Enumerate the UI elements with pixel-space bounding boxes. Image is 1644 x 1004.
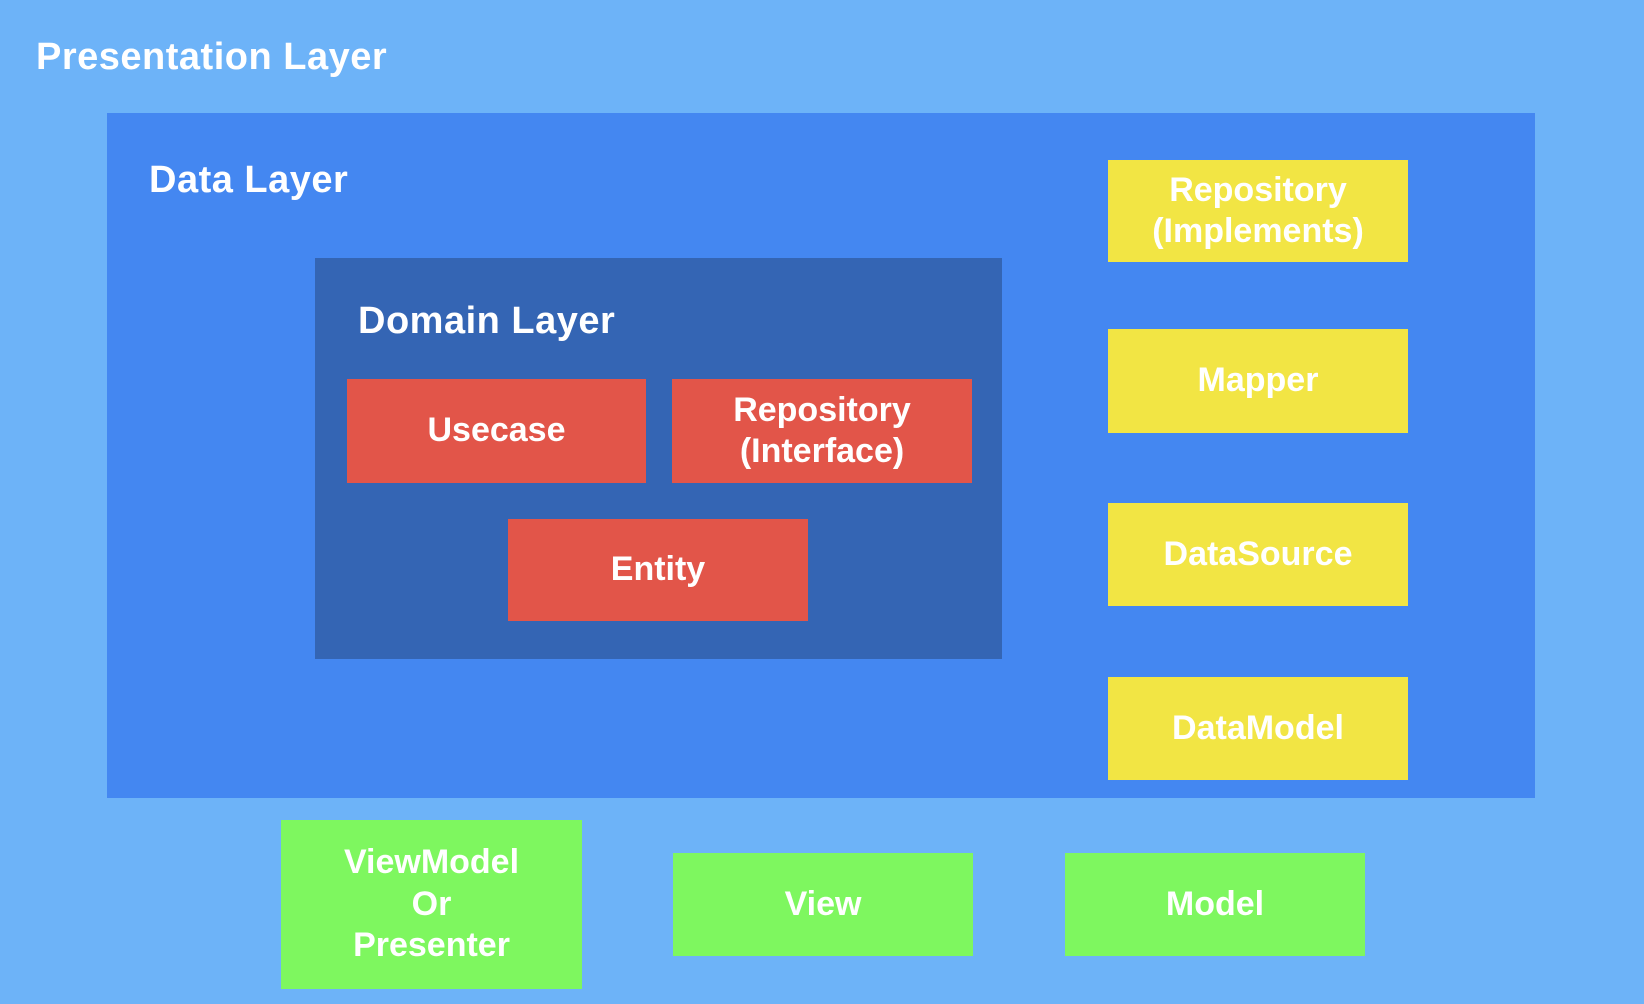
repository-interface-label: Repository (Interface) [733,390,911,470]
model-label: Model [1165,884,1265,923]
entity-box: Entity [508,519,808,621]
data-layer-label: Data Layer [149,159,349,201]
viewmodel-or-presenter-box: ViewModel Or Presenter [281,820,582,989]
datamodel-label: DataModel [1172,708,1344,747]
usecase-label: Usecase [427,411,566,450]
mapper-label: Mapper [1197,361,1319,400]
datasource-label: DataSource [1163,534,1353,573]
repository-implements-box: Repository (Implements) [1108,160,1408,262]
mapper-box: Mapper [1108,329,1408,433]
repository-interface-box: Repository (Interface) [672,379,972,483]
data-layer: Data Layer Domain Layer Usecase Reposito… [107,113,1535,798]
domain-layer-label: Domain Layer [358,300,616,342]
view-box: View [673,853,973,956]
presentation-layer-label: Presentation Layer [36,36,388,78]
view-label: View [784,884,862,923]
viewmodel-or-presenter-label: ViewModel Or Presenter [343,843,520,965]
datasource-box: DataSource [1108,503,1408,606]
usecase-box: Usecase [347,379,646,483]
repository-implements-label: Repository (Implements) [1152,170,1364,250]
entity-label: Entity [610,550,706,589]
datamodel-box: DataModel [1108,677,1408,780]
domain-layer: Domain Layer Usecase Repository (Interfa… [315,258,1002,659]
model-box: Model [1065,853,1365,956]
